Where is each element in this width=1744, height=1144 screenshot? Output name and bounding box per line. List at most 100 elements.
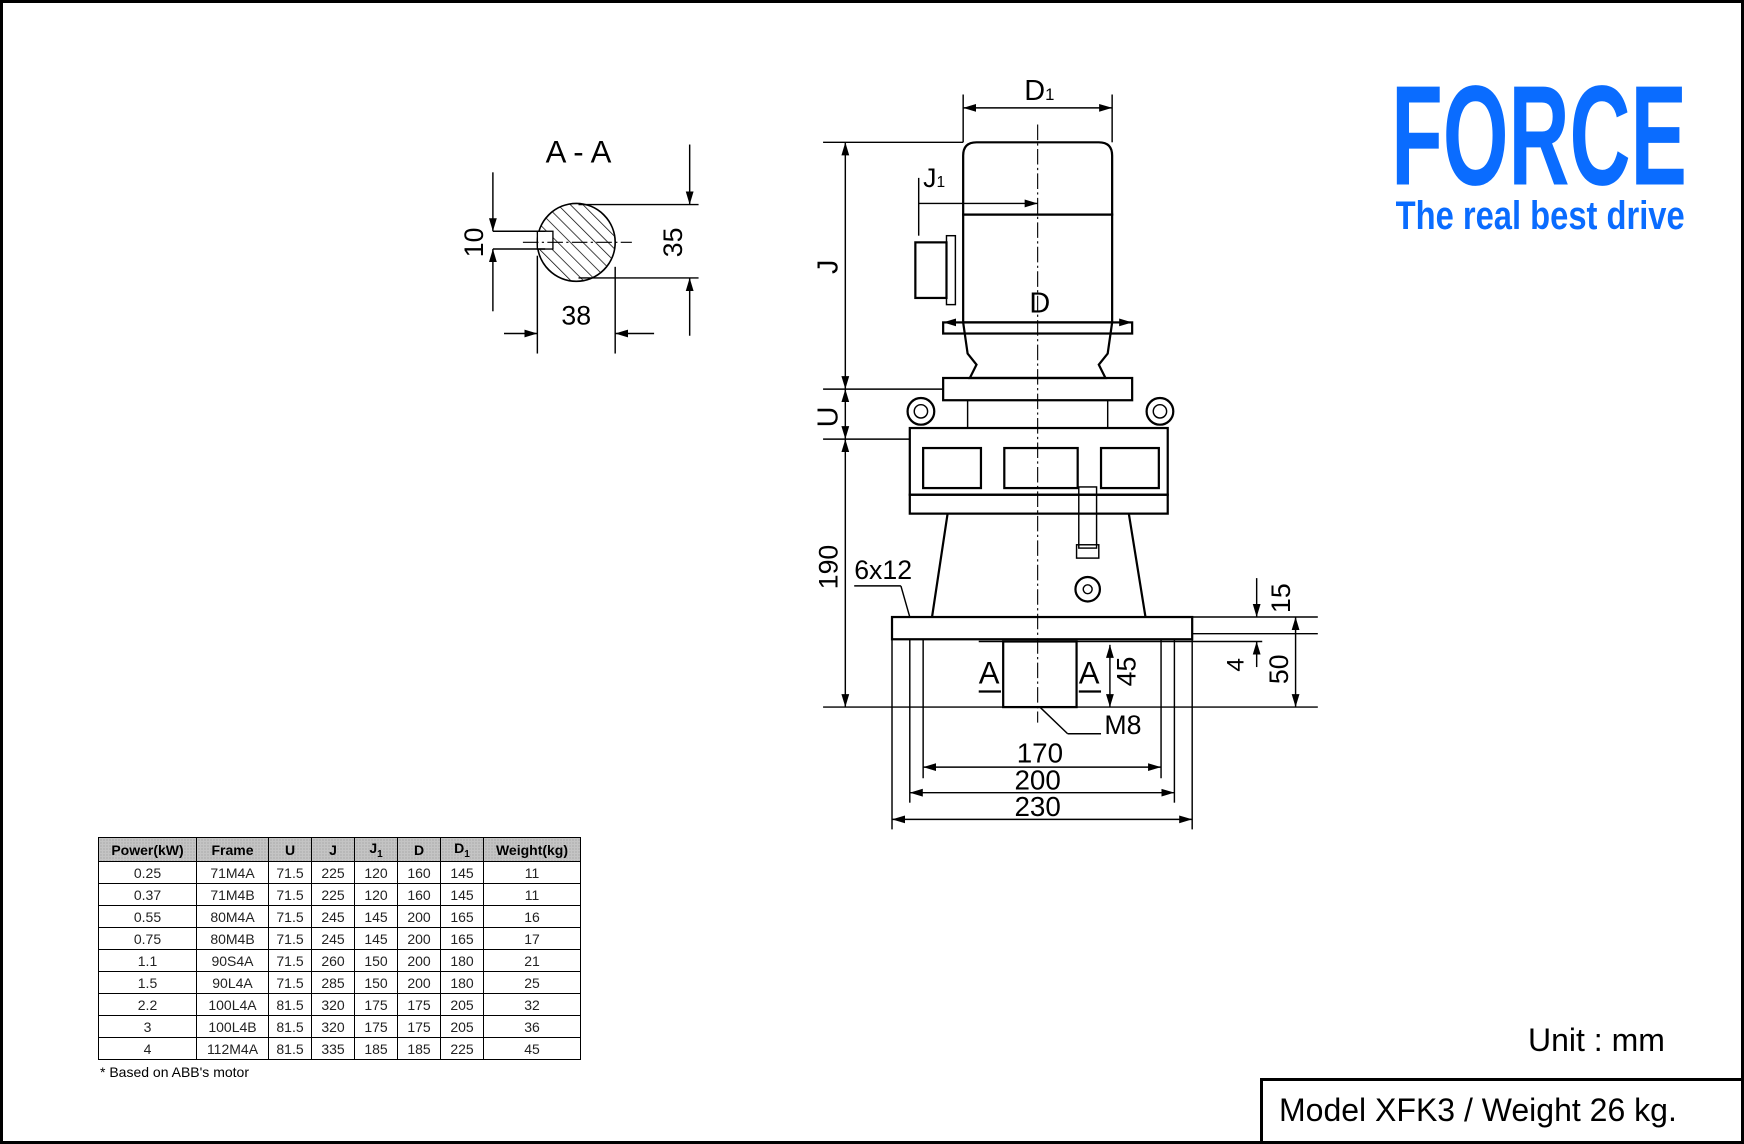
table-cell: 71M4A: [196, 861, 269, 884]
dim-200: 200: [1014, 764, 1060, 795]
dim-35: 35: [658, 228, 688, 258]
oil-gauge: [1078, 486, 1098, 549]
gear-motor-front-view: J U 190 6x12 D1 J1 D 15 4 50 45 A A M8: [813, 75, 1318, 830]
table-cell: 1.1: [98, 949, 197, 972]
gear-housing: [908, 426, 1169, 496]
table-cell: 145: [354, 927, 398, 950]
table-cell: 100L4B: [196, 1015, 269, 1038]
table-cell: 165: [440, 905, 484, 928]
table-cell: 175: [397, 993, 441, 1016]
table-cell: 200: [397, 927, 441, 950]
table-cell: 180: [440, 971, 484, 994]
table-cell: 81.5: [268, 1037, 312, 1060]
table-cell: 120: [354, 883, 398, 906]
table-cell: 205: [440, 1015, 484, 1038]
table-cell: 245: [311, 905, 355, 928]
table-cell: 175: [354, 993, 398, 1016]
dim-key-10: 10: [459, 228, 489, 258]
dim-38: 38: [561, 301, 591, 331]
table-cell: 3: [98, 1015, 197, 1038]
table-cell: 112M4A: [196, 1037, 269, 1060]
table-cell: 16: [483, 905, 581, 928]
terminal-box: [914, 241, 948, 300]
dim-15: 15: [1266, 583, 1296, 613]
column-header: J: [311, 837, 355, 862]
table-cell: 205: [440, 993, 484, 1016]
table-cell: 32: [483, 993, 581, 1016]
table-cell: 71.5: [268, 861, 312, 884]
table-cell: 185: [354, 1037, 398, 1060]
table-cell: 80M4B: [196, 927, 269, 950]
dim-J: J: [813, 260, 845, 274]
section-mark-right: A: [1079, 656, 1100, 691]
housing-cone: [930, 513, 1147, 618]
keyway: [536, 230, 554, 250]
dim-U: U: [813, 406, 845, 427]
table-cell: 71.5: [268, 927, 312, 950]
section-mark-left: A: [979, 656, 1000, 691]
model-title-block: Model XFK3 / Weight 26 kg.: [1260, 1078, 1741, 1141]
table-cell: 145: [440, 861, 484, 884]
column-header: Power(kW): [98, 837, 197, 862]
table-footnote: * Based on ABB's motor: [100, 1064, 249, 1080]
column-header: Weight(kg): [483, 837, 581, 862]
table-cell: 335: [311, 1037, 355, 1060]
table-cell: 17: [483, 927, 581, 950]
column-header: Frame: [196, 837, 269, 862]
table-cell: 4: [98, 1037, 197, 1060]
table-cell: 320: [311, 1015, 355, 1038]
table-cell: 0.25: [98, 861, 197, 884]
dim-230: 230: [1014, 791, 1060, 822]
table-cell: 2.2: [98, 993, 197, 1016]
table-cell: 100L4A: [196, 993, 269, 1016]
logo-brand: FORCE: [1391, 57, 1687, 216]
base-flange: [890, 615, 1194, 641]
table-cell: 25: [483, 971, 581, 994]
table-cell: 225: [440, 1037, 484, 1060]
dim-190: 190: [814, 545, 844, 590]
drain-plug: [1074, 575, 1102, 603]
table-cell: 80M4A: [196, 905, 269, 928]
column-header: U: [268, 837, 312, 862]
table-cell: 21: [483, 949, 581, 972]
table-cell: 185: [397, 1037, 441, 1060]
dim-J1: J1: [923, 163, 945, 193]
section-a-a-view: A - A 10 35 38: [459, 134, 699, 354]
table-cell: 90L4A: [196, 971, 269, 994]
table-cell: 225: [311, 861, 355, 884]
table-cell: 150: [354, 949, 398, 972]
table-cell: 120: [354, 861, 398, 884]
table-cell: 200: [397, 905, 441, 928]
table-cell: 11: [483, 861, 581, 884]
dim-45: 45: [1111, 657, 1141, 687]
output-shaft: [1002, 640, 1078, 709]
table-cell: 320: [311, 993, 355, 1016]
logo-tagline: The real best drive: [1396, 194, 1685, 238]
table-cell: 285: [311, 971, 355, 994]
dim-holes: 6x12: [854, 555, 912, 585]
table-cell: 260: [311, 949, 355, 972]
force-logo: FORCE The real best drive: [1391, 57, 1687, 238]
motor-fan-cover: [962, 141, 1114, 216]
table-cell: 160: [397, 883, 441, 906]
table-cell: 245: [311, 927, 355, 950]
dim-4: 4: [1222, 658, 1249, 672]
column-header: D: [397, 837, 441, 862]
table-cell: 165: [440, 927, 484, 950]
table-cell: 200: [397, 949, 441, 972]
table-cell: 71.5: [268, 883, 312, 906]
dim-D: D: [1029, 287, 1050, 319]
lifting-eye-right: [1145, 396, 1175, 426]
table-cell: 11: [483, 883, 581, 906]
table-cell: 0.75: [98, 927, 197, 950]
